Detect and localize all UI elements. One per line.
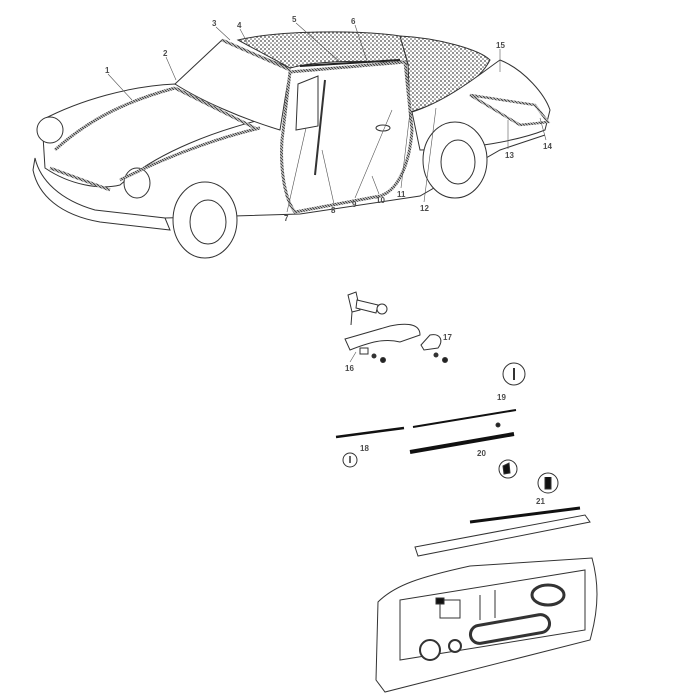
callout-20: 20: [477, 449, 486, 458]
callout-18: 18: [360, 444, 369, 453]
leader-lines: [107, 22, 547, 213]
callout-12: 12: [420, 204, 429, 213]
car-outline: [32, 31, 551, 259]
callout-14: 14: [543, 142, 552, 151]
callout-1: 1: [105, 66, 110, 75]
window-rail-part: [414, 506, 591, 557]
callout-15: 15: [496, 41, 505, 50]
callout-4: 4: [237, 21, 242, 30]
callout-6: 6: [351, 17, 356, 26]
door-leader-lines: [349, 351, 357, 363]
callout-8: 8: [331, 206, 336, 215]
callout-19: 19: [497, 393, 506, 402]
callout-9: 9: [352, 200, 357, 209]
callout-17: 17: [443, 333, 452, 342]
callout-13: 13: [505, 151, 514, 160]
clip-21-part: [537, 472, 559, 494]
callout-5: 5: [292, 15, 297, 24]
callout-21: 21: [536, 497, 545, 506]
callout-16: 16: [345, 364, 354, 373]
callout-10: 10: [376, 196, 385, 205]
door-inner-panel-part: [375, 557, 598, 693]
callout-11: 11: [397, 190, 406, 199]
callout-7: 7: [284, 214, 289, 223]
striker-plate-part: [420, 334, 448, 363]
window-scraper-parts: [335, 409, 518, 479]
callout-3: 3: [212, 19, 217, 28]
clip-19-part: [502, 362, 526, 386]
door-handle-lock-part: [344, 291, 421, 363]
callout-2: 2: [163, 49, 168, 58]
